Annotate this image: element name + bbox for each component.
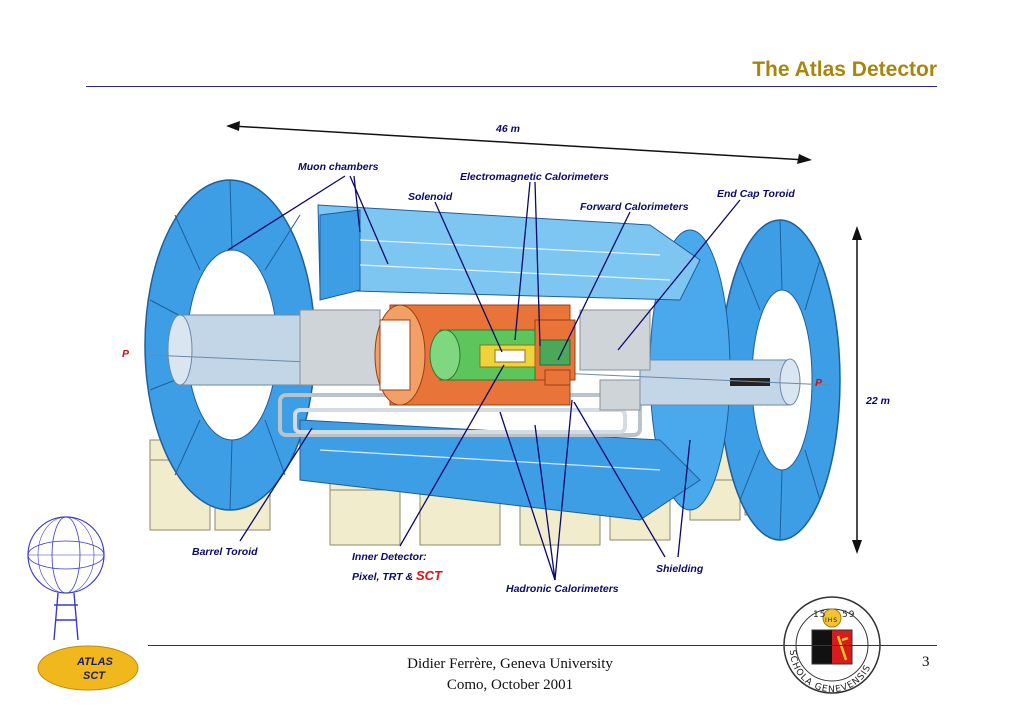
sct-label: SCT (416, 568, 443, 583)
inner-detector-label: Inner Detector: (352, 551, 427, 563)
top-divider (86, 86, 937, 87)
atlas-sct-logo: ATLAS SCT (27, 516, 139, 691)
beam-label-right: P (815, 377, 823, 389)
geneva-university-seal: 15 59 IHS SCHOLA GENEVENSIS (783, 596, 881, 695)
hadronic-calorimeters-label: Hadronic Calorimeters (506, 583, 619, 595)
inner-detector-parts-text: Pixel, TRT & (352, 571, 416, 583)
end-cap-blocks (299, 309, 651, 411)
footer-venue: Como, October 2001 (446, 677, 574, 693)
beam-label-left: P (122, 348, 130, 360)
sct-logo-text: SCT (83, 670, 106, 682)
height-dimension-arrow (852, 226, 862, 554)
atlas-logo-text: ATLAS (76, 656, 114, 668)
footer-author: Didier Ferrère, Geneva University (407, 656, 613, 672)
slide-title: The Atlas Detector (752, 58, 937, 81)
leader-lines (227, 175, 741, 581)
end-cap-toroid-label: End Cap Toroid (717, 188, 795, 200)
seal-ihs: IHS (825, 617, 838, 624)
length-label: 46 m (495, 123, 520, 135)
seal-year-right: 59 (842, 610, 855, 620)
forward-calorimeters-label: Forward Calorimeters (580, 201, 689, 213)
inner-detector-parts-label: Pixel, TRT & SCT (352, 568, 443, 583)
page-number: 3 (922, 654, 930, 670)
forward-calorimeter (539, 339, 571, 386)
height-label: 22 m (865, 395, 890, 407)
shielding-label: Shielding (656, 563, 704, 575)
barrel-muon-chambers (299, 204, 701, 521)
barrel-toroid-label: Barrel Toroid (192, 546, 258, 558)
seal-year-left: 15 (813, 610, 826, 620)
bottom-divider (148, 645, 937, 646)
electromagnetic-calorimeters-label: Electromagnetic Calorimeters (460, 171, 609, 183)
muon-chambers-label: Muon chambers (298, 161, 379, 173)
length-dimension-arrow (226, 121, 812, 164)
solenoid-label: Solenoid (408, 191, 453, 203)
beam-pipe-assembly (149, 314, 831, 406)
footer: Didier Ferrère, Geneva University Como, … (360, 654, 660, 696)
solenoid-magnet (479, 344, 536, 368)
